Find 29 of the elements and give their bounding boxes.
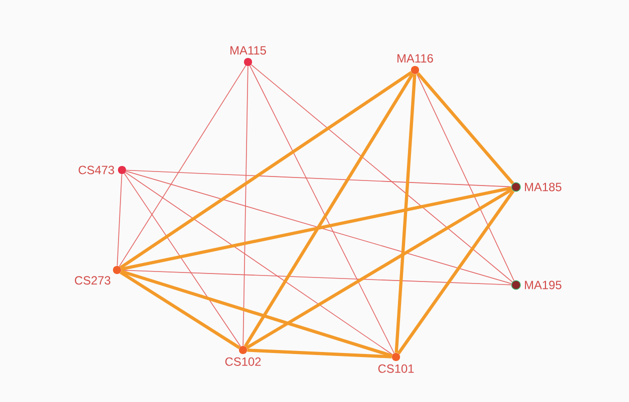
node-label: CS473 <box>78 166 114 174</box>
node-label: MA115 <box>230 46 266 55</box>
edge-line <box>120 270 512 286</box>
node-label: CS101 <box>378 364 414 373</box>
highlighted-edge <box>120 71 412 269</box>
highlighted-edge <box>416 72 514 184</box>
node-label: MA185 <box>524 182 562 192</box>
highlighted-edge <box>120 186 512 271</box>
node-label: MA116 <box>397 54 433 63</box>
highlighted-edge <box>247 348 392 358</box>
node-label: CS273 <box>74 276 110 285</box>
highlighted-edge <box>120 270 240 350</box>
edge-line <box>126 170 512 188</box>
highlighted-edge <box>246 188 513 350</box>
highlighted-edge <box>394 74 416 353</box>
edge-line <box>118 65 246 267</box>
edge-line <box>250 64 513 282</box>
edge-line <box>416 73 514 282</box>
node-label: CS102 <box>225 357 261 366</box>
highlighted-edge <box>120 270 392 358</box>
edge-line <box>116 174 122 266</box>
edge-line <box>124 173 242 347</box>
edge-line <box>242 66 248 346</box>
highlighted-edge <box>397 190 515 354</box>
node-label: MA195 <box>524 280 562 290</box>
highlighted-edge <box>244 72 414 348</box>
edge-line <box>125 172 393 356</box>
edge-line <box>249 65 395 354</box>
edge-line <box>126 170 512 284</box>
